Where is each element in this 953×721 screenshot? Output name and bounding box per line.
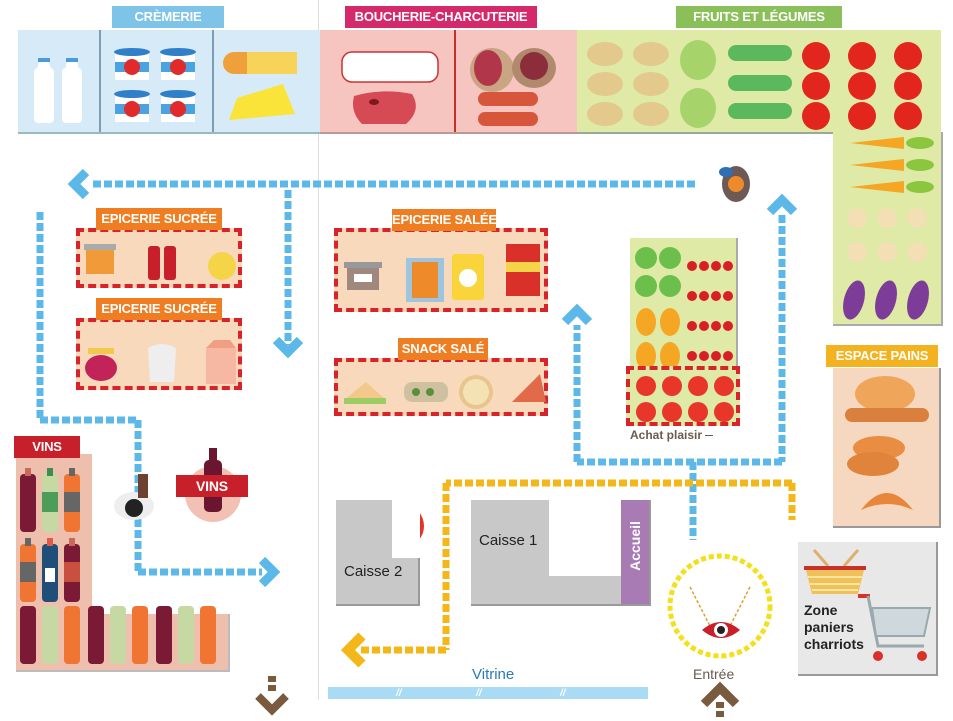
cherry-icon [687, 261, 733, 361]
zone-paniers-label: Zone paniers charriots [804, 602, 864, 652]
canned-food-icon [344, 262, 382, 290]
glass-mark: // [396, 688, 402, 699]
zone-paniers-box: Zone paniers charriots [798, 542, 938, 676]
banner-epicerie-sucree-2-label: EPICERIE SUCRÉE [101, 301, 217, 316]
pizza-icon [459, 375, 493, 409]
strawberry-icon [636, 376, 734, 422]
vitrine-label: Vitrine [472, 666, 515, 683]
jam-jar-icon [85, 348, 117, 381]
banner-epicerie-sucree-2: EPICERIE SUCRÉE [96, 298, 222, 320]
shelf-divider [212, 30, 214, 132]
snack-sale-shelf [334, 358, 548, 416]
banner-epicerie-salee-label: EPICERIE SALÉE [392, 212, 497, 227]
carrot-icon [850, 137, 934, 193]
can-icon [406, 258, 444, 302]
bread-icon [845, 376, 929, 510]
banner-epicerie-sucree-1-label: EPICERIE SUCRÉE [101, 211, 217, 226]
banner-vins-badge: VINS [176, 475, 248, 497]
boucherie-shelf [320, 30, 577, 134]
chips-bag-icon [506, 244, 540, 296]
lettuce-icon [680, 40, 716, 128]
achat-plaisir-zone [626, 366, 740, 426]
caisse-1-notch [549, 500, 621, 576]
espace-pains-shelf [833, 368, 941, 528]
epicerie-salee-shelf [334, 228, 548, 312]
banner-epicerie-sucree-1: EPICERIE SUCRÉE [96, 208, 222, 230]
sandwich-icon [344, 382, 386, 404]
banner-vins: VINS [14, 436, 80, 458]
banner-cremerie-label: CRÈMERIE [134, 9, 202, 24]
vitrine-window: // // // [328, 687, 648, 699]
banner-snack-sale: SNACK SALÉ [398, 338, 488, 360]
apple-icon [635, 247, 681, 370]
caisse-2-label: Caisse 2 [344, 563, 403, 580]
banner-boucherie-label: BOUCHERIE-CHARCUTERIE [354, 9, 528, 24]
caisse-1-label: Caisse 1 [479, 532, 538, 549]
shelf-divider [99, 30, 101, 132]
exit-arrow-icon [255, 676, 289, 716]
banner-vins-label: VINS [32, 439, 62, 454]
banner-espace-pains-label: ESPACE PAINS [835, 348, 929, 363]
entrance-arrow-icon [700, 681, 740, 717]
shopper-icon [719, 166, 750, 202]
glass-mark: // [476, 688, 482, 699]
banner-vins-badge-label: VINS [196, 478, 228, 494]
cremerie-shelf [18, 30, 320, 134]
mustard-icon [208, 252, 236, 280]
tart-icon [512, 374, 546, 402]
yogurt-icon [114, 48, 196, 122]
epicerie-sucree-1-shelf [76, 228, 242, 288]
banner-boucherie: BOUCHERIE-CHARCUTERIE [345, 6, 537, 28]
meat-icon [341, 51, 439, 124]
accueil-label: Accueil [627, 521, 643, 571]
ham-icon [470, 48, 556, 92]
tomato-icon [802, 42, 922, 130]
banner-epicerie-salee: EPICERIE SALÉE [392, 209, 497, 231]
banner-fruits-label: FRUITS ET LÉGUMES [693, 9, 825, 24]
banner-cremerie: CRÈMERIE [112, 6, 224, 28]
eye-icon [702, 622, 740, 638]
shopper-icon [114, 474, 154, 520]
banner-espace-pains: ESPACE PAINS [826, 345, 938, 367]
achat-plaisir-label: Achat plaisir [630, 428, 714, 442]
ketchup-icon [148, 246, 176, 280]
caisse-2-counter [336, 500, 420, 606]
center-divider [318, 0, 319, 700]
baguette-sandwich-icon [404, 382, 448, 402]
caisse-2-notch [392, 500, 420, 558]
potato-icon [587, 42, 669, 126]
sugar-bag-icon [148, 344, 176, 382]
honey-jar-icon [84, 244, 116, 274]
eggplant-icon [843, 280, 929, 320]
epicerie-sucree-2-shelf [76, 318, 242, 390]
banner-snack-sale-label: SNACK SALÉ [401, 341, 485, 356]
wine-bottle-icon [20, 468, 216, 664]
banner-fruits: FRUITS ET LÉGUMES [676, 6, 842, 28]
fruit-stand [630, 238, 738, 398]
basket-icon [804, 549, 866, 594]
sausage-icon [478, 92, 538, 126]
entree-label: Entrée [693, 666, 735, 682]
cucumber-icon [728, 45, 792, 119]
accueil-desk: Accueil [621, 500, 651, 606]
cheese-icon [223, 52, 297, 120]
milk-bottle-icon [34, 58, 82, 123]
onion-icon [847, 208, 927, 262]
shelf-divider [454, 30, 456, 132]
glass-mark: // [560, 688, 566, 699]
shopping-cart-icon [858, 594, 932, 661]
flour-bag-icon [206, 340, 236, 384]
flour-packet-icon [452, 254, 484, 300]
